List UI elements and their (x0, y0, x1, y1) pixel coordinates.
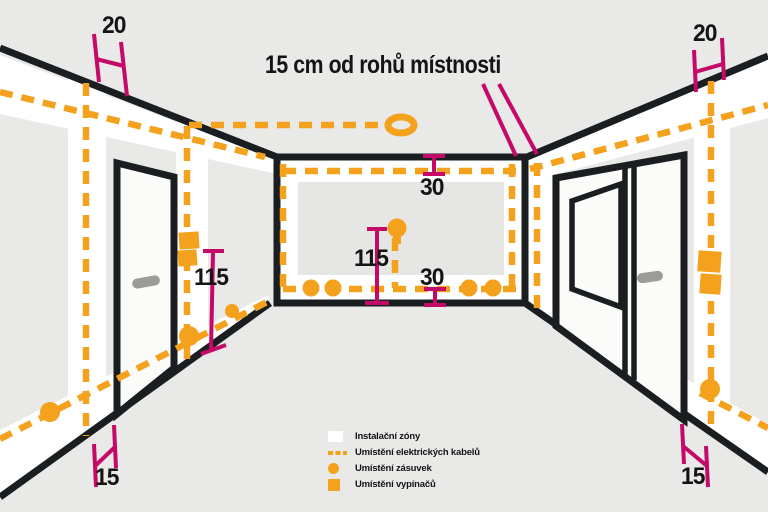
socket-stem (393, 235, 401, 244)
right-door-handle (637, 270, 663, 284)
dim-label-ceiling-gap-left: 20 (102, 12, 126, 39)
socket-icon (460, 279, 478, 297)
right-door-left-panel (569, 180, 624, 311)
legend-label: Umístění zásuvek (355, 463, 432, 474)
zone-swatch-icon (328, 431, 348, 442)
marker-back-height-115 (365, 227, 389, 305)
switch-icon (178, 231, 200, 250)
cable-swatch-icon (328, 450, 348, 455)
switch-icon (699, 273, 722, 295)
socket-icon (387, 218, 407, 238)
dim-label-above-floor: 30 (420, 264, 444, 291)
socket-icon (484, 279, 502, 297)
left-door-handle (132, 275, 160, 289)
dim-label-below-ceiling: 30 (420, 174, 444, 201)
right-ceiling-edge (525, 52, 768, 161)
legend-item-zones: Instalační zóny (328, 429, 480, 444)
zone-left-ceiling (0, 55, 277, 174)
legend-item-sockets: Umístění zásuvek (328, 461, 480, 476)
dimension-markers (92, 33, 726, 488)
marker-above-floor-30 (424, 287, 446, 307)
dim-label-switch-height-left: 115 (194, 264, 229, 291)
switch-icon (697, 250, 722, 273)
socket-icon (225, 304, 239, 318)
cable-left-ceiling (0, 88, 266, 161)
legend-label: Instalační zóny (355, 431, 421, 442)
devices (40, 218, 722, 422)
socket-icon (324, 279, 342, 297)
switch-icon (177, 249, 198, 267)
marker-below-ceiling-30 (423, 154, 445, 176)
marker-floor-gap-left (92, 424, 118, 488)
socket-icon (40, 402, 60, 422)
marker-left-height-115 (200, 249, 227, 356)
switch-swatch-icon (328, 478, 348, 491)
marker-ceiling-gap-right (692, 37, 726, 93)
corner-pointer-lines (481, 83, 539, 157)
legend: Instalační zóny Umístění elektrických ka… (328, 429, 480, 493)
right-double-door (552, 150, 688, 427)
dim-label-floor-gap-right: 15 (681, 463, 705, 490)
ceiling-outlet-loop-icon (384, 113, 418, 137)
dim-label-ceiling-gap-right: 20 (693, 20, 717, 47)
legend-item-switches: Umístění vypínačů (328, 477, 480, 492)
cable-right-ceiling (529, 101, 768, 173)
legend-label: Umístění elektrických kabelů (355, 447, 480, 458)
socket-icon (302, 279, 320, 297)
legend-item-cables: Umístění elektrických kabelů (328, 445, 480, 460)
left-door-leaf (113, 158, 178, 422)
left-ceiling-edge (0, 44, 279, 161)
socket-swatch-icon (328, 463, 348, 474)
socket-icon (179, 326, 199, 346)
diagram-title: 15 cm od rohů místnosti (265, 51, 501, 79)
left-door (113, 158, 178, 422)
socket-icon (700, 379, 720, 399)
marker-ceiling-gap-left (92, 33, 129, 97)
dim-label-switch-height-back: 115 (354, 245, 389, 272)
dim-label-floor-gap-left: 15 (95, 464, 119, 491)
back-wall-outline (273, 153, 529, 307)
legend-label: Umístění vypínačů (355, 479, 436, 490)
marker-floor-gap-right (680, 423, 710, 488)
